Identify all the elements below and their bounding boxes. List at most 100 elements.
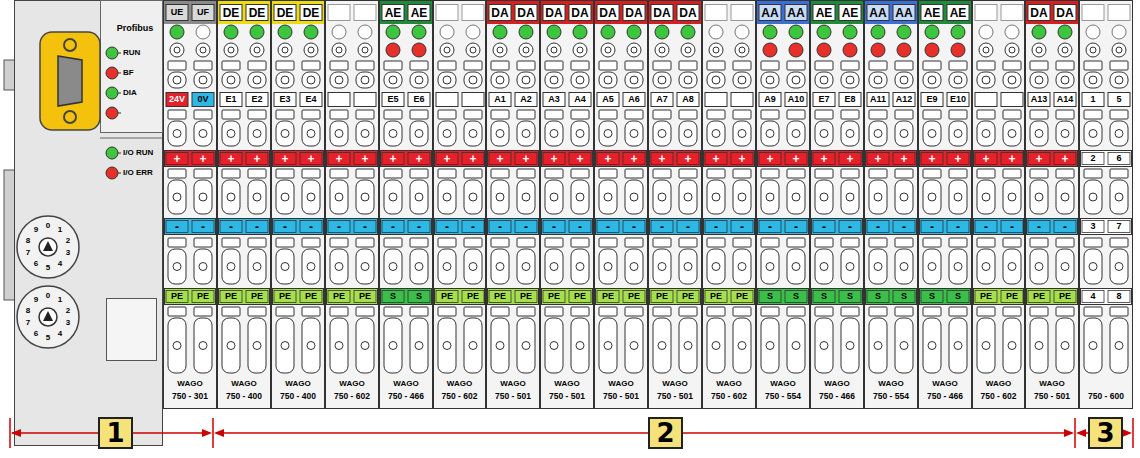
contact-opening (174, 47, 180, 53)
ground-terminal: PE (705, 290, 727, 303)
wire-entry (199, 263, 207, 271)
release-slot (625, 61, 643, 70)
contact-opening (713, 47, 719, 53)
supply-plus-cell (246, 153, 268, 165)
spring-clamp (923, 72, 941, 88)
release-slot (625, 169, 643, 178)
channel-name: E1 (220, 92, 242, 107)
release-slot (679, 307, 697, 316)
release-slot (895, 110, 913, 119)
release-slot (679, 169, 697, 178)
ground-terminal: PE (731, 290, 753, 303)
spring-clamp (222, 72, 240, 88)
release-slot (438, 169, 456, 178)
release-slot (491, 61, 509, 70)
ground-terminal-rail (650, 289, 701, 305)
wire-entry (307, 342, 315, 350)
arrowhead (202, 429, 212, 437)
contact-opening (497, 47, 503, 53)
release-slot (923, 169, 941, 178)
release-slot (841, 307, 859, 316)
supply-plus-rail (812, 151, 863, 167)
release-slot (949, 110, 967, 119)
header-cell (220, 5, 242, 21)
wire-entry (928, 76, 936, 84)
release-slot (491, 169, 509, 178)
contact-opening (332, 43, 346, 57)
release-slot (517, 110, 535, 119)
supply-plus-cell (1001, 153, 1023, 165)
spring-clamp (895, 180, 913, 214)
wire-entry (1115, 193, 1123, 201)
wire-entry (846, 342, 854, 350)
release-slot (222, 307, 240, 316)
supply-plus-rail (650, 151, 701, 167)
part-number: 750 - 501 (595, 390, 647, 402)
supply-plus: + (274, 152, 296, 165)
release-slot (194, 61, 212, 70)
wire-entry (522, 76, 530, 84)
release-slot (168, 169, 186, 178)
supply-minus-rail (812, 219, 863, 235)
release-slot (653, 238, 671, 247)
bus-name: Profibus (108, 22, 162, 34)
wire-entry (496, 130, 504, 138)
release-slot (222, 61, 240, 70)
supply-plus-cell (382, 153, 404, 165)
contact-opening (681, 43, 695, 57)
contact-opening (170, 43, 184, 57)
wire-entry (307, 76, 315, 84)
spring-clamp (1084, 318, 1102, 373)
profibus-connector (40, 32, 100, 130)
spring-clamp (599, 121, 617, 146)
channel-led (951, 25, 965, 39)
module-header (219, 2, 270, 24)
module-header (596, 2, 647, 24)
supply-minus: - (274, 220, 296, 233)
header-cell (759, 5, 781, 21)
rotary-switch (17, 216, 79, 278)
wire-entry (281, 76, 289, 84)
wire-entry (630, 76, 638, 84)
contact-opening (1036, 47, 1042, 53)
release-slot (302, 238, 320, 247)
supply-minus-cell (731, 221, 753, 233)
spring-clamp (248, 72, 266, 88)
spring-clamp (733, 249, 751, 284)
switch-digit: 4 (55, 259, 65, 269)
release-slot (545, 110, 563, 119)
contact-opening (444, 47, 450, 53)
release-slot (815, 61, 833, 70)
wire-entry (982, 193, 990, 201)
ground-terminal-rail (381, 289, 432, 305)
spring-clamp (679, 72, 697, 88)
module-body (541, 1, 594, 409)
spring-clamp (168, 180, 186, 214)
channel-led (547, 25, 561, 39)
contact-opening (631, 47, 637, 53)
release-slot (302, 110, 320, 119)
spring-clamp (571, 249, 589, 284)
release-slot (787, 61, 805, 70)
wire-entry (1089, 342, 1097, 350)
ground-terminal: PE (543, 290, 565, 303)
supply-minus: - (921, 220, 943, 233)
wire-entry (199, 76, 207, 84)
wire-entry (954, 342, 962, 350)
module-body (919, 1, 972, 409)
ground-terminal-rail (542, 289, 593, 305)
release-slot (194, 238, 212, 247)
d-sub-socket (58, 56, 82, 106)
release-slot (787, 169, 805, 178)
release-slot (410, 307, 428, 316)
wire-entry (335, 130, 343, 138)
channel-cell (1001, 93, 1023, 107)
supply-minus-cell (246, 221, 268, 233)
release-slot (330, 61, 348, 70)
wire-entry (307, 263, 315, 271)
spring-clamp (276, 249, 294, 284)
supply-minus-cell (651, 221, 673, 233)
spring-clamp (1110, 121, 1128, 146)
release-slot (895, 307, 913, 316)
